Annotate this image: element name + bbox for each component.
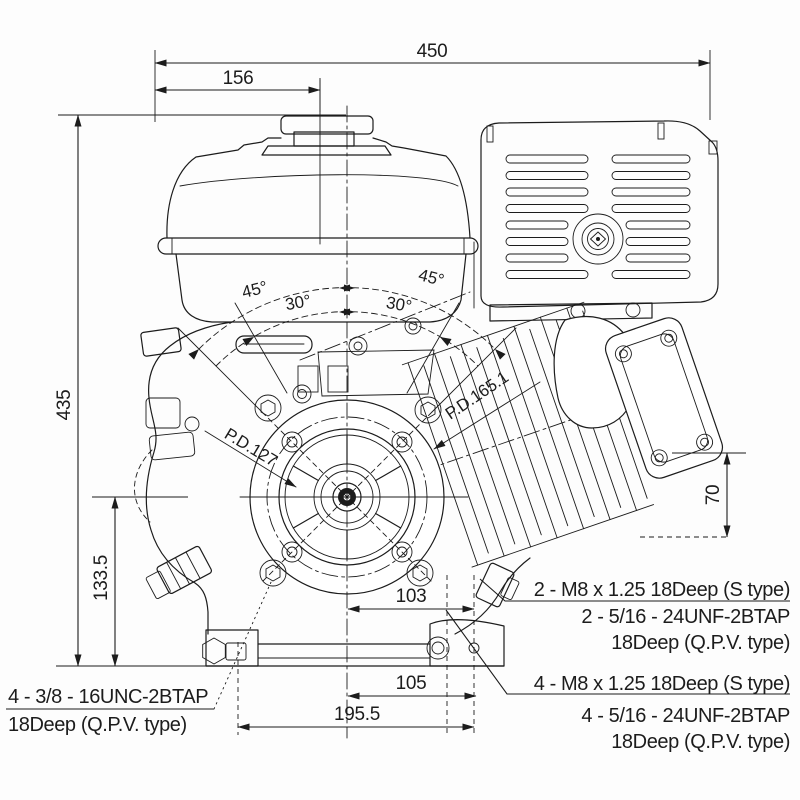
dimension-156: 156 — [154, 68, 321, 112]
dim-overall-width: 450 — [417, 41, 448, 62]
tank-lower — [175, 253, 467, 323]
fan-cover-outline — [480, 120, 719, 308]
left-side-fittings — [134, 327, 213, 599]
angle-right-30: 30° — [385, 293, 414, 316]
left-foot-bolt — [202, 637, 226, 665]
cover-tick-3 — [708, 140, 718, 155]
angle-left-45: 45° — [240, 277, 270, 302]
drain-fitting — [145, 545, 213, 599]
crankcase-right-outline — [454, 557, 531, 635]
dim-overall-height: 435 — [54, 390, 75, 421]
dimension-103: 103 — [347, 575, 475, 736]
cover-tick-1 — [486, 125, 494, 143]
flange-bolt-holes — [281, 431, 413, 563]
carb-axis-line — [299, 291, 471, 361]
starter-center-boss — [572, 213, 624, 265]
angle-left-30: 30° — [284, 291, 313, 314]
dimension-450: 450 — [154, 41, 711, 122]
pd-165-label: P.D.165.1 — [442, 368, 512, 424]
note-upper-line2: 2 - 5/16 - 24UNF-2BTAP — [581, 606, 790, 628]
dim-foot-inner: 105 — [396, 673, 427, 694]
dim-crank-height: 133.5 — [91, 555, 112, 601]
cooling-louvers — [505, 154, 691, 279]
outer-hex-bolts — [254, 394, 442, 587]
note-bottom-left: 4 - 3/8 - 16UNC-2BTAP 18Deep (Q.P.V. typ… — [6, 579, 273, 736]
note-lower-line1: 4 - M8 x 1.25 18Deep (S type) — [534, 673, 790, 695]
fuel-tank — [157, 115, 479, 323]
dimension-195-5: 195.5 — [237, 575, 475, 735]
dimension-70: 70 — [640, 452, 746, 538]
angle-right-45: 45° — [417, 265, 447, 290]
top-bracket — [235, 291, 471, 404]
dim-side-height: 70 — [703, 485, 724, 506]
dimension-435: 435 — [54, 114, 346, 667]
dim-foot-span: 195.5 — [334, 704, 380, 725]
note-left-line1: 4 - 3/8 - 16UNC-2BTAP — [8, 686, 208, 708]
note-left-line2: 18Deep (Q.P.V. type) — [8, 714, 187, 736]
pto-flange — [239, 394, 469, 596]
fuel-cap-base — [261, 145, 392, 156]
note-upper-line1: 2 - M8 x 1.25 18Deep (S type) — [534, 579, 790, 601]
dimension-105: 105 — [347, 673, 477, 700]
note-side-upper: 2 - M8 x 1.25 18Deep (S type) 2 - 5/16 -… — [479, 578, 790, 654]
hose-dashed — [134, 449, 153, 523]
note-upper-line3: 18Deep (Q.P.V. type) — [611, 632, 790, 654]
fuel-cap — [280, 115, 374, 135]
note-lower-line3: 18Deep (Q.P.V. type) — [611, 731, 790, 753]
crankcase-outline — [145, 321, 233, 635]
note-side-lower: 4 - M8 x 1.25 18Deep (S type) 4 - 5/16 -… — [445, 609, 790, 753]
note-left-leader — [213, 579, 273, 710]
note-lower-leader — [445, 609, 790, 695]
side-boss — [475, 562, 520, 608]
dim-tank-offset: 156 — [223, 68, 254, 89]
note-upper-leader — [479, 578, 790, 602]
valve-cover — [604, 317, 724, 479]
recoil-starter-cover — [473, 120, 719, 309]
right-foot-hole — [426, 636, 450, 660]
cover-tick-2 — [657, 122, 665, 140]
tank-top-seam — [179, 174, 459, 187]
tank-top — [166, 137, 471, 239]
tank-rim — [157, 237, 479, 255]
dimension-133-5: 133.5 — [91, 496, 188, 667]
mounting-base — [202, 619, 505, 667]
note-lower-line2: 4 - 5/16 - 24UNF-2BTAP — [581, 705, 790, 727]
dim-bolt-offset: 103 — [396, 586, 427, 607]
